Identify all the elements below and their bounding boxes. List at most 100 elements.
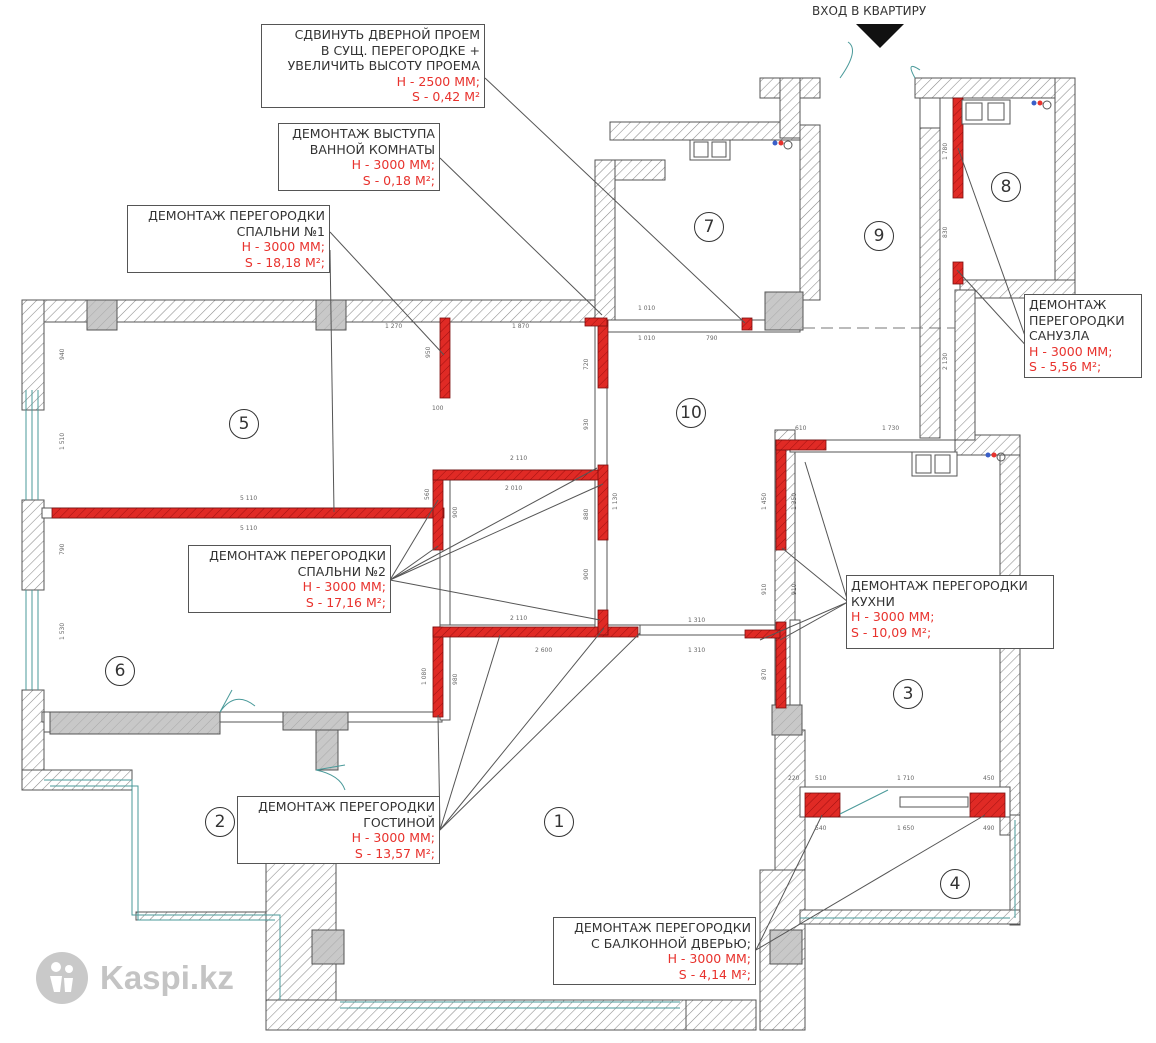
- callout-living: ДЕМОНТАЖ ПЕРЕГОРОДКИ ГОСТИНОЙ H - 3000 M…: [237, 796, 440, 864]
- callout-text: ГОСТИНОЙ: [363, 814, 435, 830]
- dim-2010: 2 010: [505, 485, 522, 492]
- dim-1710: 1 710: [897, 775, 914, 782]
- windows: [25, 390, 1016, 1009]
- dim-2130: 2 130: [942, 353, 949, 370]
- kaspi-logo: Kaspi.kz: [36, 952, 234, 1004]
- dim-220: 220: [788, 775, 800, 782]
- dim-2110a: 2 110: [510, 455, 527, 462]
- callout-text: УВЕЛИЧИТЬ ВЫСОТУ ПРОЕМА: [287, 58, 480, 73]
- callout-text: СДВИНУТЬ ДВЕРНОЙ ПРОЕМ: [294, 27, 480, 42]
- dim-1780: 1 780: [942, 143, 949, 160]
- callout-area: S - 13,57 M²;: [354, 845, 435, 861]
- room-number-5: 5: [229, 409, 259, 439]
- callout-text: ДЕМОНТАЖ ВЫСТУПА: [292, 126, 435, 141]
- dim-100: 100: [432, 405, 444, 412]
- columns: [49, 291, 804, 965]
- dim-1270: 1 270: [385, 323, 402, 330]
- dim-880: 880: [583, 508, 590, 520]
- callout-height: H - 3000 MM;: [851, 609, 935, 624]
- dim-450: 450: [983, 775, 995, 782]
- callout-height: H - 3000 MM;: [302, 579, 386, 594]
- dim-1350: 1 350: [791, 493, 798, 510]
- dim-900a: 900: [452, 506, 459, 518]
- dim-1010b: 1 010: [638, 305, 655, 312]
- callout-bath-protrusion: ДЕМОНТАЖ ВЫСТУПА ВАННОЙ КОМНАТЫ H - 3000…: [278, 123, 440, 191]
- entrance-arrow-icon: [856, 24, 904, 48]
- dim-1650: 1 650: [897, 825, 914, 832]
- dimensions: 1 270 1 870 1 010 1 010 790 5 110 5 110 …: [240, 305, 995, 832]
- dim-1080: 1 080: [421, 668, 428, 685]
- callout-area: S - 5,56 M²;: [1029, 359, 1102, 374]
- dim-5110b: 5 110: [240, 525, 257, 532]
- callout-height: H - 3000 MM;: [241, 239, 325, 254]
- dim-2600: 2 600: [535, 647, 552, 654]
- dim-980: 980: [452, 673, 459, 685]
- room-number-2: 2: [205, 807, 235, 837]
- callout-text: КУХНИ: [851, 593, 895, 609]
- dim-1870: 1 870: [512, 323, 529, 330]
- dim-1310a: 1 310: [688, 617, 705, 624]
- dim-950: 950: [425, 346, 432, 358]
- callout-area: S - 0,18 M²;: [362, 172, 435, 188]
- callout-balcony: ДЕМОНТАЖ ПЕРЕГОРОДКИ С БАЛКОННОЙ ДВЕРЬЮ;…: [553, 917, 756, 985]
- dim-560: 560: [424, 488, 431, 500]
- dim-1530: 1 530: [59, 623, 66, 640]
- callout-text: СПАЛЬНИ №2: [297, 563, 386, 579]
- dim-5110a: 5 110: [240, 495, 257, 502]
- dim-870: 870: [761, 668, 768, 680]
- dim-1510: 1 510: [59, 433, 66, 450]
- callout-height: H - 3000 MM;: [351, 830, 435, 845]
- dim-910b: 910: [791, 583, 798, 595]
- dim-910a: 910: [761, 583, 768, 595]
- dim-490: 490: [983, 825, 995, 832]
- callout-height: H - 3000 MM;: [1029, 343, 1113, 359]
- dim-610: 610: [795, 425, 807, 432]
- callout-text: ВАННОЙ КОМНАТЫ: [309, 141, 435, 157]
- callout-bedroom2: ДЕМОНТАЖ ПЕРЕГОРОДКИ СПАЛЬНИ №2 H - 3000…: [188, 545, 391, 613]
- dim-1310b: 1 310: [688, 647, 705, 654]
- dim-510: 510: [815, 775, 827, 782]
- callout-text: ДЕМОНТАЖ ПЕРЕГОРОДКИ: [148, 208, 325, 223]
- callout-wc: ДЕМОНТАЖ ПЕРЕГОРОДКИ САНУЗЛА H - 3000 MM…: [1024, 294, 1142, 378]
- room-number-1: 1: [544, 807, 574, 837]
- callout-area: S - 4,14 M²;: [678, 966, 751, 982]
- callout-text: С БАЛКОННОЙ ДВЕРЬЮ;: [591, 935, 751, 951]
- callout-door-shift: СДВИНУТЬ ДВЕРНОЙ ПРОЕМ В СУЩ. ПЕРЕГОРОДК…: [261, 24, 485, 108]
- callout-text: ДЕМОНТАЖ ПЕРЕГОРОДКИ: [209, 548, 386, 563]
- dim-930: 930: [583, 418, 590, 430]
- room-number-4: 4: [940, 869, 970, 899]
- dim-900b: 900: [583, 568, 590, 580]
- dim-540: 540: [815, 825, 827, 832]
- callout-height: H - 3000 MM;: [351, 157, 435, 172]
- kaspi-logo-text: Kaspi.kz: [100, 959, 234, 996]
- dim-720: 720: [583, 358, 590, 370]
- leader-lines: [329, 77, 1031, 951]
- dim-790: 790: [706, 335, 718, 342]
- room-number-7: 7: [694, 212, 724, 242]
- room-number-9: 9: [864, 221, 894, 251]
- plumbing-fixtures: [689, 99, 1011, 477]
- dim-830: 830: [942, 226, 949, 238]
- exterior-walls: [21, 77, 1076, 1031]
- callout-bedroom1: ДЕМОНТАЖ ПЕРЕГОРОДКИ СПАЛЬНИ №1 H - 3000…: [127, 205, 330, 273]
- room-number-3: 3: [893, 679, 923, 709]
- room-number-6: 6: [105, 656, 135, 686]
- kaspi-logo-icon: [36, 952, 88, 1004]
- outlet-icons: [772, 100, 1052, 462]
- dim-790b: 790: [59, 543, 66, 555]
- dim-1130: 1 130: [612, 493, 619, 510]
- callout-text: ДЕМОНТАЖ ПЕРЕГОРОДКИ: [574, 920, 751, 935]
- dim-1010a: 1 010: [638, 335, 655, 342]
- callout-area: S - 17,16 M²;: [305, 594, 386, 610]
- callout-height: H - 2500 MM;: [396, 73, 480, 89]
- callout-kitchen: ДЕМОНТАЖ ПЕРЕГОРОДКИ КУХНИ H - 3000 MM; …: [846, 575, 1054, 649]
- dim-2110b: 2 110: [510, 615, 527, 622]
- callout-area: S - 10,09 M²;: [851, 624, 932, 640]
- callout-text: САНУЗЛА: [1029, 328, 1090, 343]
- callout-text: В СУЩ. ПЕРЕГОРОДКЕ +: [320, 42, 480, 58]
- room-number-10: 10: [676, 398, 706, 428]
- dim-940: 940: [59, 348, 66, 360]
- callout-area: S - 0,42 M²: [412, 89, 480, 104]
- callout-text: ДЕМОНТАЖ ПЕРЕГОРОДКИ: [851, 578, 1028, 593]
